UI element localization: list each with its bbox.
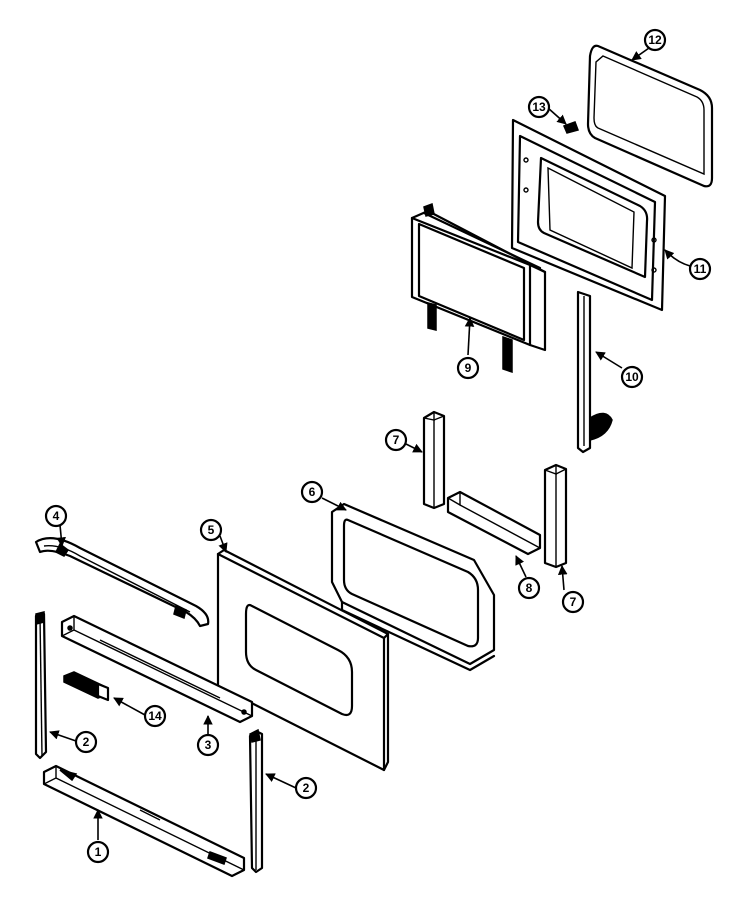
leader-14 — [113, 697, 146, 716]
callout-9: 9 — [456, 356, 480, 380]
callout-2-left: 2 — [74, 730, 98, 754]
latch-bracket-part — [63, 671, 110, 702]
side-trim-right-part — [248, 728, 264, 874]
leader-lines — [49, 47, 691, 840]
callout-label: 1 — [95, 845, 102, 859]
door-channel-part — [60, 614, 254, 724]
callout-label: 14 — [148, 709, 162, 723]
callout-7-lower: 7 — [561, 590, 585, 614]
leader-8 — [515, 555, 527, 578]
callout-label: 13 — [532, 100, 546, 114]
callout-5: 5 — [199, 518, 223, 542]
callout-6: 6 — [300, 480, 324, 504]
leader-5 — [218, 535, 228, 553]
callout-12: 12 — [643, 28, 667, 52]
leader-9 — [464, 317, 475, 356]
callout-11: 11 — [688, 257, 712, 281]
side-trim-left-part — [34, 611, 48, 760]
callout-label: 6 — [309, 485, 316, 499]
door-gasket-part — [586, 44, 714, 188]
leader-12 — [631, 47, 650, 61]
hinge-channel-part — [576, 290, 613, 454]
callout-label: 2 — [83, 735, 90, 749]
callout-label: 9 — [465, 361, 472, 375]
callout-label: 2 — [303, 781, 310, 795]
leader-11 — [664, 249, 691, 267]
callout-10: 10 — [620, 365, 644, 389]
window-glass-pack-part — [410, 202, 547, 374]
leader-2-left — [49, 730, 77, 742]
inner-door-liner-part — [510, 118, 667, 312]
outer-door-glass-part — [216, 548, 390, 772]
leader-7-upper — [405, 443, 423, 453]
bottom-channel-part — [42, 764, 246, 878]
callout-label: 8 — [526, 581, 533, 595]
callout-label: 12 — [648, 33, 662, 47]
callout-label: 7 — [570, 595, 577, 609]
insulation-block-horizontal-part — [446, 490, 542, 556]
clip-part — [562, 121, 579, 134]
callout-label: 10 — [625, 370, 639, 384]
leader-2-right — [265, 773, 297, 789]
callout-13: 13 — [527, 95, 551, 119]
callout-label: 4 — [53, 509, 60, 523]
insulation-block-upper-part — [422, 410, 446, 510]
callout-4: 4 — [44, 504, 68, 528]
leader-7-lower — [557, 565, 568, 591]
leader-6 — [321, 497, 347, 511]
leader-4 — [56, 524, 66, 547]
window-frame-part — [330, 502, 496, 672]
callout-2-right: 2 — [294, 776, 318, 800]
door-handle-part — [34, 537, 210, 628]
insulation-block-lower-part — [543, 463, 568, 569]
callout-3: 3 — [196, 733, 220, 757]
callout-7-upper: 7 — [384, 428, 408, 452]
callout-label: 3 — [205, 738, 212, 752]
callout-label: 5 — [208, 523, 215, 537]
leader-13 — [547, 107, 567, 125]
leader-10 — [595, 351, 623, 369]
callout-label: 7 — [393, 433, 400, 447]
callout-8: 8 — [517, 576, 541, 600]
callout-label: 11 — [694, 262, 707, 276]
callout-1: 1 — [86, 840, 110, 864]
callout-14: 14 — [143, 704, 167, 728]
